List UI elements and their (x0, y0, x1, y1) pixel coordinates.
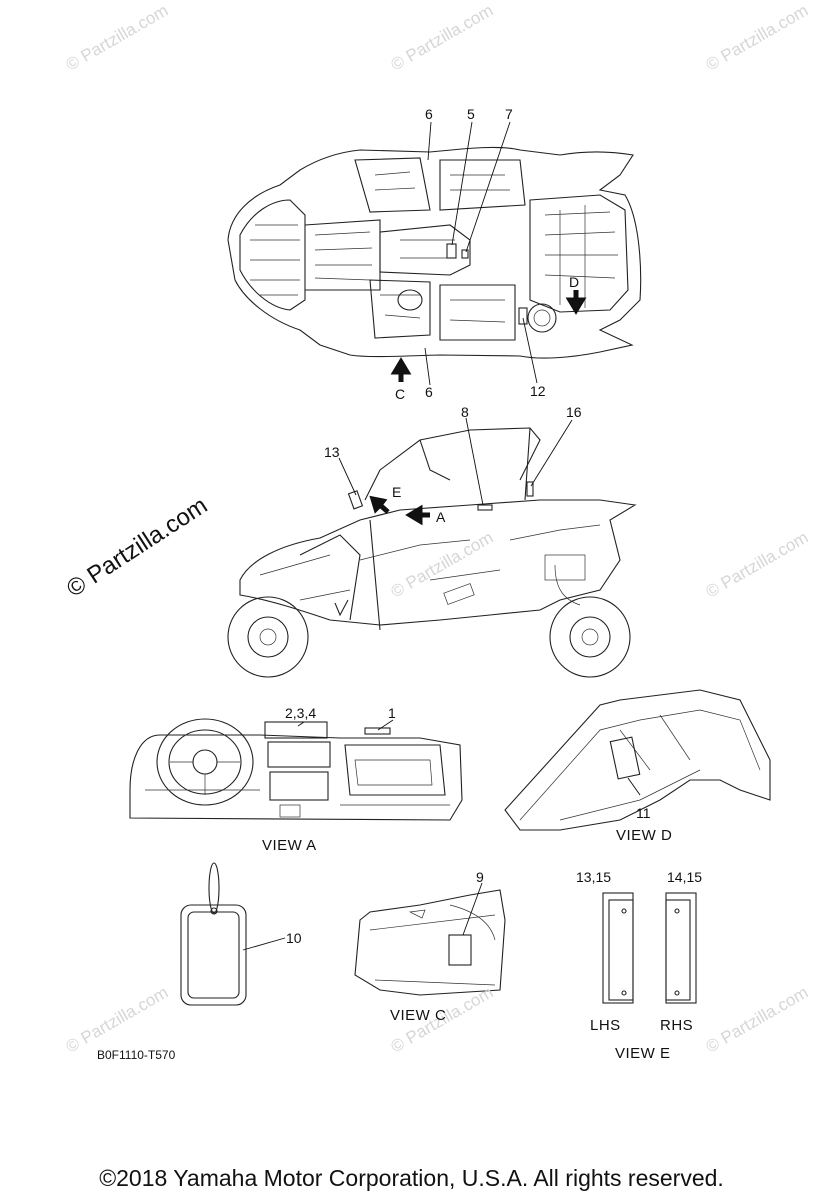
callout-12: 12 (530, 383, 546, 399)
view-e-strips (602, 892, 697, 1004)
view-d-label: VIEW D (616, 827, 673, 844)
arrow-e-icon (369, 495, 390, 514)
arrow-c-icon (390, 357, 412, 382)
lhs-label: LHS (590, 1017, 621, 1034)
callout-6-bottom: 6 (425, 384, 433, 400)
callout-1: 1 (388, 705, 396, 721)
diagram-code: B0F1110-T570 (97, 1048, 176, 1062)
callout-9: 9 (476, 869, 484, 885)
arrow-e-label: E (392, 484, 402, 500)
view-a-dashboard (129, 718, 463, 821)
arrow-d-icon (565, 290, 587, 315)
view-d-panel (504, 689, 771, 831)
callout-6-top: 6 (425, 106, 433, 122)
arrow-d-label: D (569, 274, 580, 290)
callout-11: 11 (636, 805, 651, 821)
view-c-panel (354, 889, 506, 996)
callout-10: 10 (286, 930, 302, 946)
item-10-tag (180, 862, 247, 1006)
view-e-label: VIEW E (615, 1045, 671, 1062)
arrow-a-label: A (436, 509, 446, 525)
copyright-footer: ©2018 Yamaha Motor Corporation, U.S.A. A… (99, 1165, 724, 1191)
callout-14-15: 14,15 (667, 869, 703, 885)
arrow-c-label: C (395, 386, 406, 402)
view-c-label: VIEW C (390, 1007, 447, 1024)
arrow-a-icon (405, 504, 430, 526)
callout-8: 8 (461, 404, 469, 420)
view-a-label: VIEW A (262, 837, 317, 854)
callout-16: 16 (566, 404, 582, 420)
callout-13: 13 (324, 444, 340, 460)
side-view-vehicle (227, 427, 637, 678)
callout-7: 7 (505, 106, 513, 122)
top-view-vehicle (227, 146, 642, 359)
rhs-label: RHS (660, 1017, 694, 1034)
callout-2-3-4: 2,3,4 (285, 705, 317, 721)
callout-5: 5 (467, 106, 475, 122)
callout-13-15: 13,15 (576, 869, 612, 885)
